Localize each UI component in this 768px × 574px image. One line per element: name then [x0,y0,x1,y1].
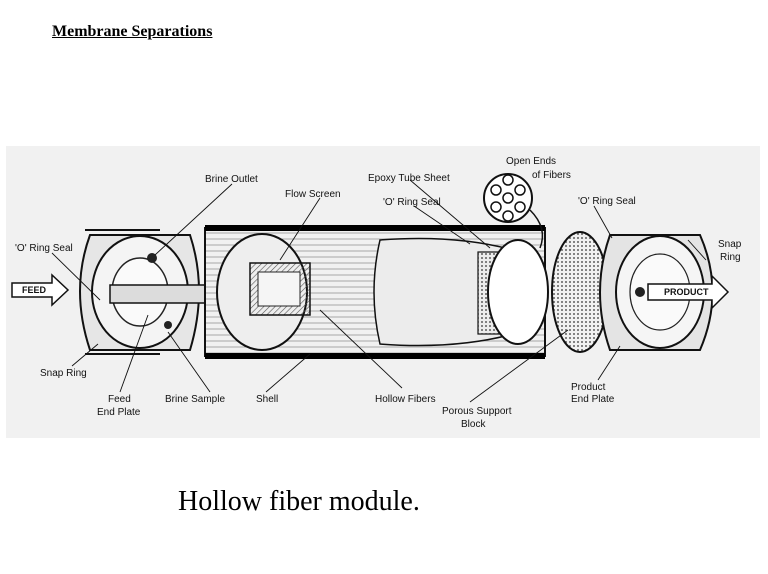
shell [204,225,549,359]
label-feed-end-plate-line1: Feed [108,394,131,405]
label-open-ends-line2: of Fibers [532,170,571,181]
label-flow-screen: Flow Screen [285,189,341,200]
label-open-ends-line1: Open Ends [506,156,556,167]
product-label: PRODUCT [664,287,709,297]
label-brine-outlet: Brine Outlet [205,174,258,185]
label-snap-ring-right-line2: Ring [720,252,741,263]
label-shell: Shell [256,394,278,405]
label-product-end-plate-line2: End Plate [571,394,615,405]
label-feed-end-plate-line2: End Plate [97,407,141,418]
label-o-ring-seal-mid: 'O' Ring Seal [383,197,441,208]
label-o-ring-seal-right: 'O' Ring Seal [578,196,636,207]
label-brine-sample: Brine Sample [165,394,225,405]
feed-arrow: FEED [11,273,70,307]
hollow-fiber-module-diagram: FEED PRODUCT Brine Outlet Flow Screen Ep… [6,146,760,438]
label-o-ring-seal-left: 'O' Ring Seal [15,243,73,254]
feed-end-plate [79,229,206,355]
label-porous-support-line2: Block [461,419,486,430]
label-product-end-plate-line1: Product [571,382,606,393]
page-title: Membrane Separations [52,23,213,40]
label-snap-ring-right-line1: Snap [718,239,742,250]
product-arrow: PRODUCT [647,274,730,310]
feed-label: FEED [22,285,47,295]
label-porous-support-line1: Porous Support [442,406,512,417]
label-epoxy-tube-sheet: Epoxy Tube Sheet [368,173,450,184]
figure-caption: Hollow fiber module. [178,486,420,517]
label-snap-ring-left: Snap Ring [40,368,87,379]
open-ends-inset [483,173,544,249]
leader-lines [51,179,707,403]
label-hollow-fibers: Hollow Fibers [375,394,436,405]
